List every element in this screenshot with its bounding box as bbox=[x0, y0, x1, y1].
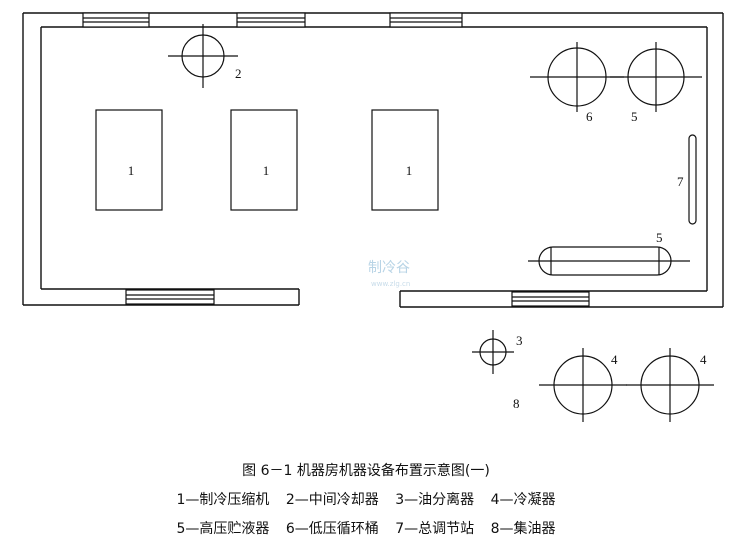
oil-separator bbox=[472, 330, 514, 374]
window-bottom-right bbox=[511, 291, 590, 307]
equipment-layout-diagram: 1 1 1 2 6 5 7 5 3 4 bbox=[22, 12, 724, 422]
watermark-url: www.zlg.cn bbox=[371, 280, 410, 288]
legend-item: 7—总调节站 bbox=[395, 521, 475, 537]
window-top-3 bbox=[389, 12, 463, 28]
label-compressor-c: 1 bbox=[406, 163, 413, 178]
compressor-c bbox=[371, 109, 439, 211]
intercooler bbox=[168, 24, 238, 88]
label-receiver-long: 5 bbox=[656, 230, 663, 245]
compressor-a bbox=[95, 109, 163, 211]
label-condenser-b: 4 bbox=[700, 352, 707, 367]
legend-line-2: 5—高压贮液器 6—低压循环桶 7—总调节站 8—集油器 bbox=[0, 518, 732, 538]
window-top-1 bbox=[82, 12, 150, 28]
legend-item: 8—集油器 bbox=[490, 521, 556, 537]
legend-item: 3—油分离器 bbox=[395, 492, 475, 508]
circulation-barrel bbox=[530, 42, 624, 112]
legend-item: 6—低压循环桶 bbox=[285, 521, 379, 537]
legend-item: 2—中间冷却器 bbox=[285, 492, 379, 508]
label-oil-separator: 3 bbox=[516, 333, 523, 348]
legend-item: 5—高压贮液器 bbox=[176, 521, 270, 537]
label-regulating-station: 7 bbox=[677, 174, 684, 189]
receiver-long bbox=[528, 246, 690, 276]
legend-line-1: 1—制冷压缩机 2—中间冷却器 3—油分离器 4—冷凝器 bbox=[0, 489, 732, 509]
receiver-round bbox=[610, 42, 702, 112]
window-bottom-left bbox=[125, 289, 215, 305]
figure-title: 图 6－1 机器房机器设备布置示意图(一) bbox=[242, 463, 490, 479]
regulating-station bbox=[688, 134, 697, 225]
label-circulation-barrel: 6 bbox=[586, 109, 593, 124]
legend-item: 1—制冷压缩机 bbox=[176, 492, 270, 508]
condenser-a bbox=[539, 348, 627, 422]
window-top-2 bbox=[236, 12, 306, 28]
compressor-b bbox=[230, 109, 298, 211]
legend-item: 4—冷凝器 bbox=[490, 492, 556, 508]
condenser-b bbox=[626, 348, 714, 422]
label-receiver-round: 5 bbox=[631, 109, 638, 124]
label-compressor-b: 1 bbox=[263, 163, 270, 178]
watermark: 制冷谷 bbox=[368, 260, 410, 276]
label-condenser-a: 4 bbox=[611, 352, 618, 367]
label-intercooler: 2 bbox=[235, 66, 242, 81]
label-oil-collector: 8 bbox=[513, 396, 520, 411]
label-compressor-a: 1 bbox=[128, 163, 135, 178]
